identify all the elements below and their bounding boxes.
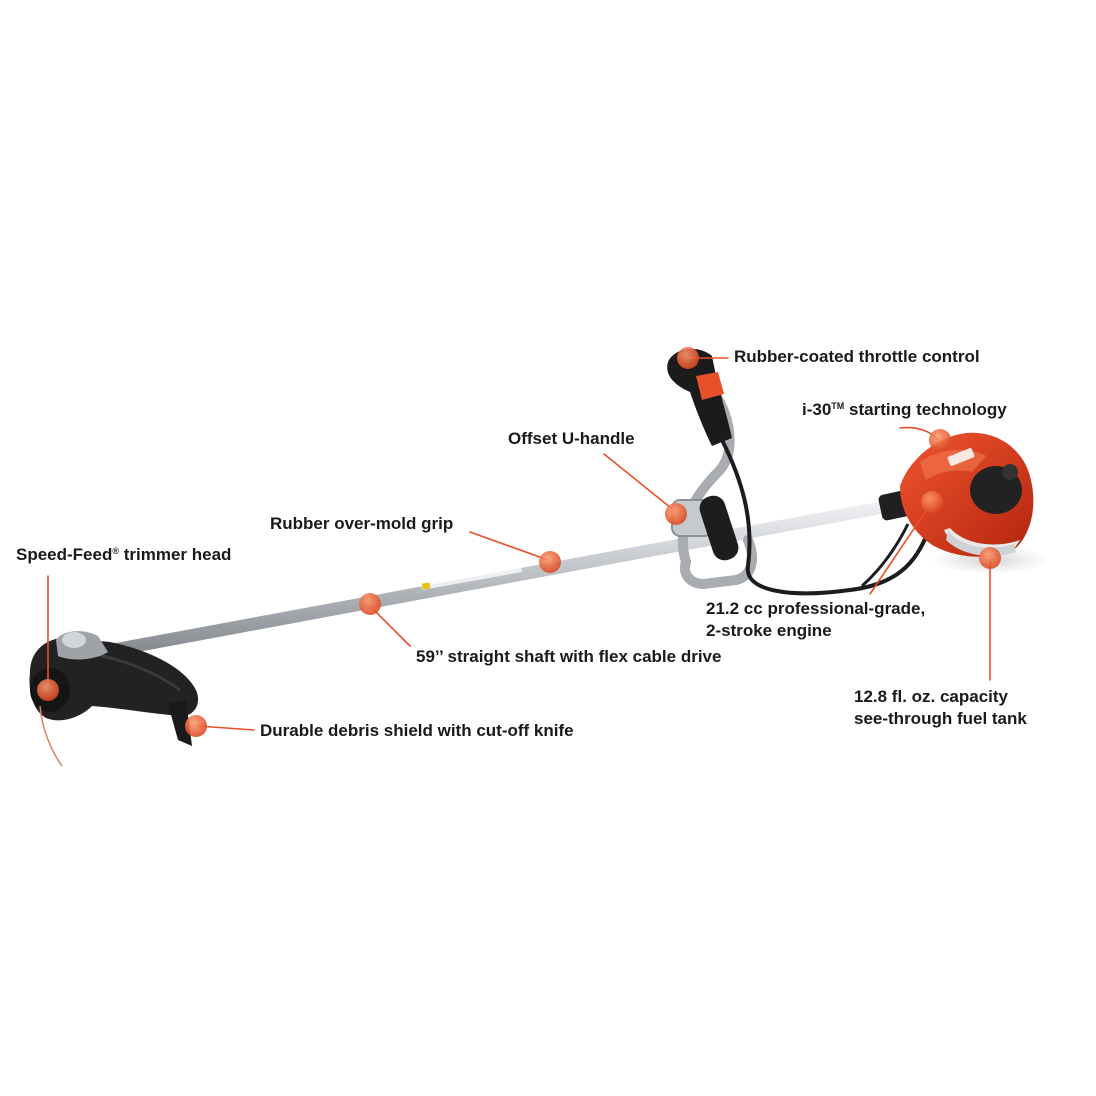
callout-starting-after: starting technology [844,400,1007,419]
callout-engine-line2: 2-stroke engine [706,621,832,640]
callout-dots [37,347,1001,737]
callout-throttle-text: Rubber-coated throttle control [734,347,980,366]
dot-throttle [677,347,699,369]
trademark-mark: TM [831,401,845,411]
callout-grip: Rubber over-mold grip [270,513,453,535]
engine [878,432,1034,557]
callout-trimmer-head-before: Speed-Feed [16,545,113,564]
callout-fuel-tank-line2: see-through fuel tank [854,709,1027,728]
callout-shaft: 59’’ straight shaft with flex cable driv… [416,646,721,668]
leader-engine [869,501,933,595]
callout-starting: i-30TM starting technology [802,399,1007,421]
callout-fuel-tank-line1: 12.8 fl. oz. capacity [854,687,1009,706]
callout-u-handle-text: Offset U-handle [508,429,635,448]
dot-trimmer-head [37,679,59,701]
dot-grip [539,551,561,573]
leader-lines [47,357,991,731]
callout-trimmer-head: Speed-Feed® trimmer head [16,544,231,566]
callout-grip-text: Rubber over-mold grip [270,514,454,533]
throttle-grip [667,348,732,446]
throttle-cable [720,439,934,596]
callout-shaft-text: 59’’ straight shaft with flex cable driv… [416,647,722,666]
dot-debris-shield [185,715,207,737]
callout-fuel-tank: 12.8 fl. oz. capacity see-through fuel t… [854,686,1027,730]
straight-shaft [78,500,892,662]
callout-debris-shield-text: Durable debris shield with cut-off knife [260,721,574,740]
dot-u-handle [665,503,687,525]
callout-engine: 21.2 cc professional-grade, 2-stroke eng… [706,598,925,642]
registered-mark: ® [112,546,119,556]
callout-throttle: Rubber-coated throttle control [734,346,980,368]
leader-u-handle [603,453,677,513]
dot-engine [921,491,943,513]
dot-shaft [359,593,381,615]
callout-trimmer-head-after: trimmer head [119,545,232,564]
leader-grip [469,531,549,561]
leader-debris-shield [197,725,255,731]
callout-u-handle: Offset U-handle [508,428,635,450]
callout-debris-shield: Durable debris shield with cut-off knife [260,720,574,742]
callout-engine-line1: 21.2 cc professional-grade, [706,599,926,618]
dot-starting [929,429,951,451]
dot-fuel-tank [979,547,1001,569]
callout-starting-before: i-30 [802,400,832,419]
